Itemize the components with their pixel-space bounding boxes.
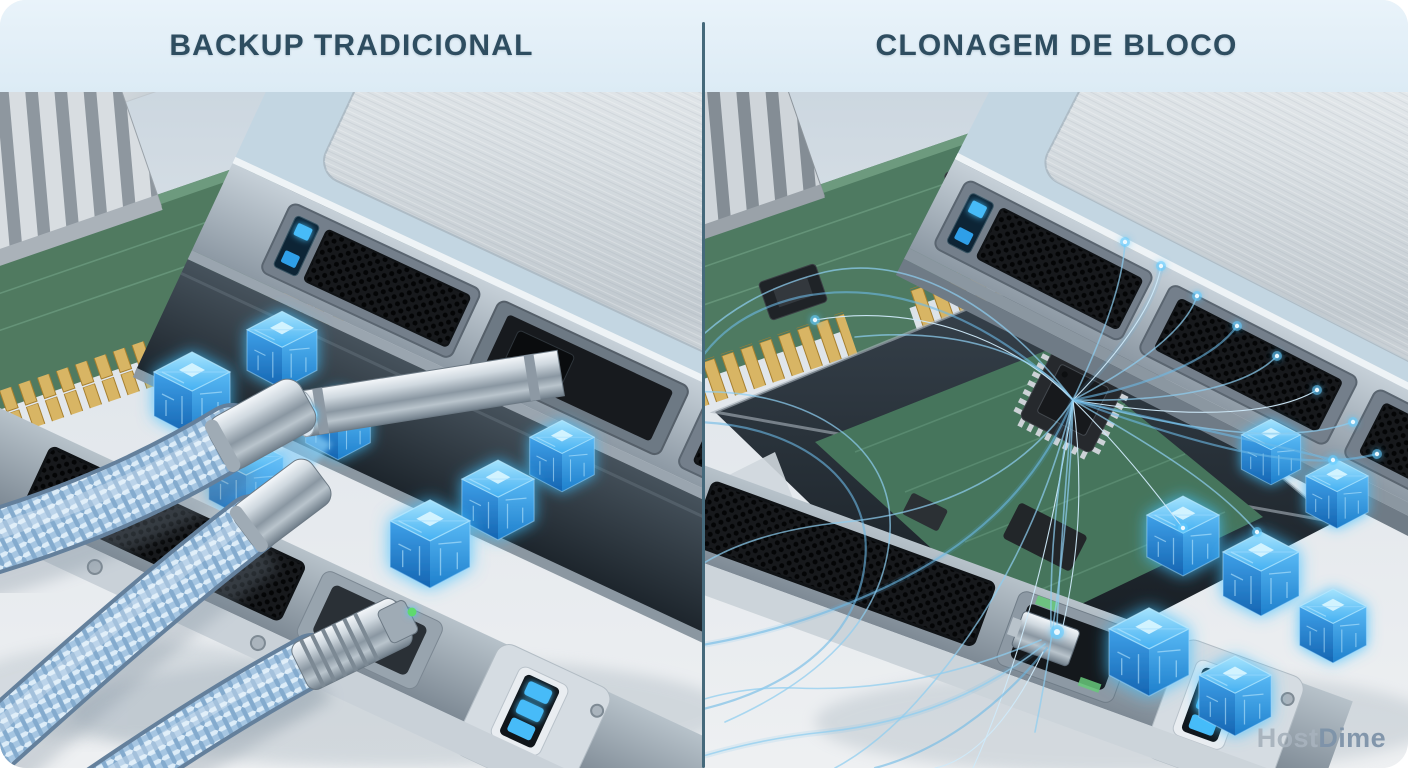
drive-bay	[678, 397, 703, 553]
drive-bay	[1139, 285, 1358, 445]
source-chip	[758, 263, 828, 321]
hostdime-logo: HostDime	[1257, 723, 1386, 754]
heatsink	[705, 92, 825, 322]
comparison-scene: HostDime	[0, 92, 1408, 768]
braided-cable	[86, 598, 419, 768]
hostdime-logo-host: Host	[1256, 723, 1319, 753]
led-indicator	[968, 200, 987, 219]
panel-divider	[702, 22, 705, 768]
chrome-connector	[229, 458, 332, 553]
internal-pcb	[815, 347, 1263, 632]
fiber-light-streams	[705, 241, 1379, 768]
left-panel-title: BACKUP TRADICIONAL	[169, 29, 534, 62]
hostdime-logo-dime: Dime	[1318, 723, 1386, 753]
heatsink	[0, 92, 163, 342]
drive-bay	[261, 203, 481, 358]
right-panel-illustration	[705, 92, 1408, 768]
left-panel-illustration	[0, 92, 703, 768]
braided-cable	[0, 378, 317, 597]
rj45-plug	[1006, 611, 1080, 667]
drive-bay	[1344, 389, 1408, 550]
braided-cable	[0, 458, 332, 768]
chrome-connector	[204, 378, 317, 473]
green-status-led	[407, 607, 417, 617]
stream-glow-tips	[810, 237, 1382, 639]
honeycomb-vent	[705, 481, 996, 646]
led-indicator-panel	[490, 666, 569, 756]
right-panel-title: CLONAGEM DE BLOCO	[875, 29, 1238, 62]
braided-cables	[0, 378, 419, 768]
drive-bay	[934, 180, 1153, 341]
led-indicator	[293, 223, 313, 241]
